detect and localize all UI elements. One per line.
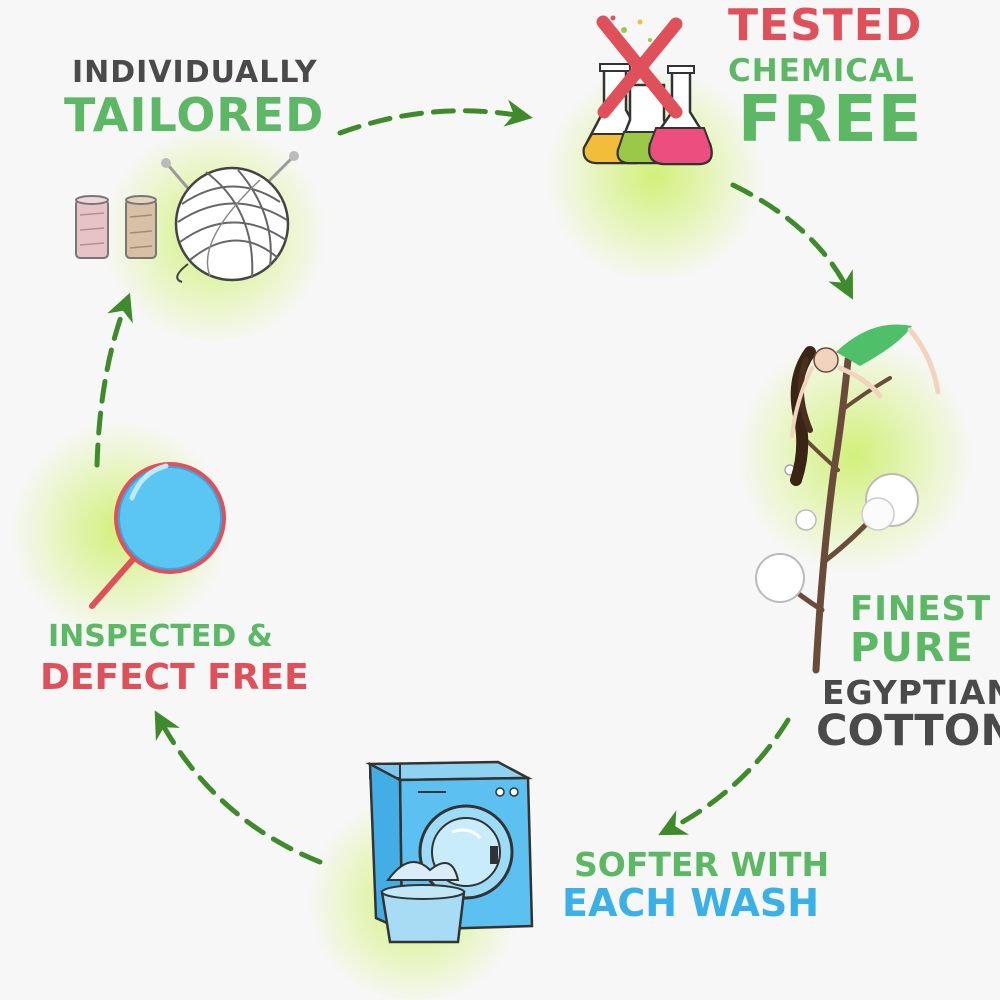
cotton-label-line4: COTTON	[816, 706, 1000, 756]
cotton-label-line1: FINEST	[850, 589, 992, 629]
arrow-cotton-to-wash	[658, 717, 791, 836]
chemical-label-line2: CHEMICAL	[728, 53, 915, 89]
chemical-label-line3: FREE	[738, 83, 923, 157]
tailored-label-line1: INDIVIDUALLY	[72, 55, 318, 90]
arrow-wash-to-inspected	[154, 710, 323, 865]
arrow-tailored-to-chemical	[337, 99, 533, 136]
cotton-label-line3: EGYPTIAN	[822, 673, 1000, 712]
magnifier-icon	[89, 462, 226, 609]
wash-label-line1: SOFTER WITH	[574, 845, 830, 884]
cotton-plant-icon	[755, 324, 941, 674]
chemical-label-line1: TESTED	[728, 0, 923, 51]
wash-label-line2: EACH WASH	[562, 881, 820, 925]
yarn-and-spools-icon	[75, 151, 299, 283]
washing-machine-icon	[365, 760, 534, 944]
crossed-flasks-icon	[582, 15, 713, 166]
inspected-label-line2: DEFECT FREE	[40, 657, 309, 698]
inspected-label-line1: INSPECTED &	[48, 619, 273, 654]
cotton-label-line2: PURE	[850, 625, 974, 671]
arrow-chemical-to-cotton	[730, 182, 853, 300]
arrow-inspected-to-tailored	[94, 292, 133, 468]
tailored-label-line2: TAILORED	[64, 88, 325, 142]
